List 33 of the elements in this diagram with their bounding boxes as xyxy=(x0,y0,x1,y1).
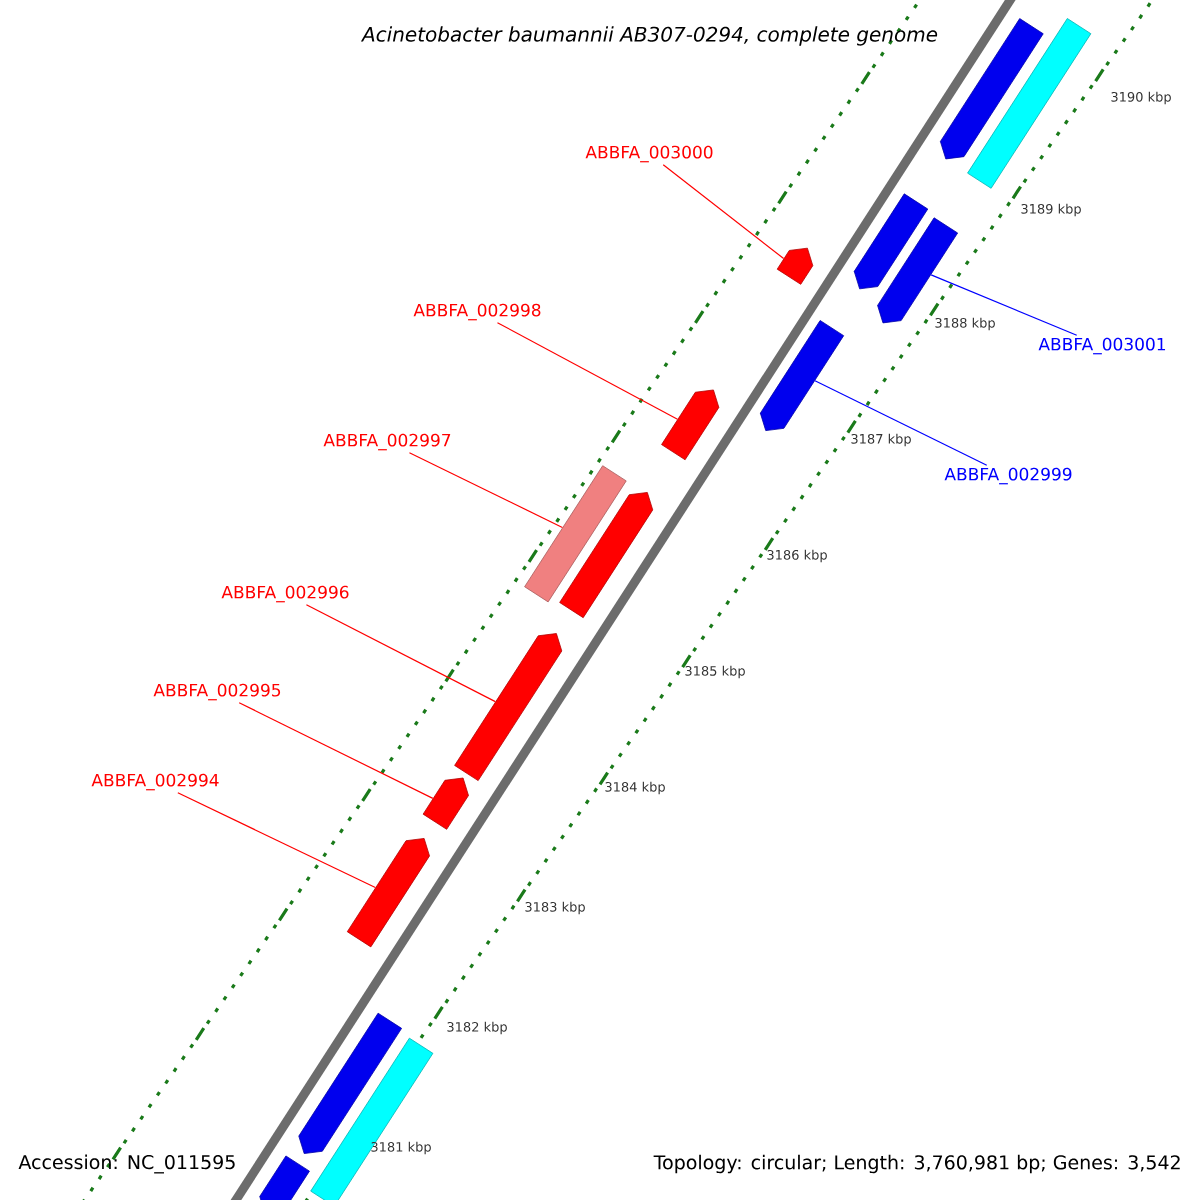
accession-text: Accession: NC_011595 xyxy=(18,1154,235,1174)
leader-line xyxy=(496,322,679,420)
leader-line xyxy=(238,702,434,799)
gene-label: ABBFA_002998 xyxy=(413,303,541,321)
gene-block xyxy=(346,838,430,948)
topology-text: Topology: circular; Length: 3,760,981 bp; Genes: 3,542 xyxy=(653,1154,1180,1174)
gene-block xyxy=(661,389,720,461)
leader-line xyxy=(408,452,563,529)
gene-block xyxy=(776,247,814,285)
gene-label: ABBFA_003001 xyxy=(1038,337,1166,355)
title: Acinetobacter baumannii AB307-0294, complete genome xyxy=(360,26,938,46)
gene-label: ABBFA_003000 xyxy=(585,145,713,163)
leader-line xyxy=(305,604,496,703)
leader-line xyxy=(662,164,785,260)
gene-block xyxy=(853,193,929,290)
gene-block xyxy=(759,320,845,431)
gene-bar xyxy=(310,1037,434,1200)
gene-bar xyxy=(967,18,1092,189)
gene-label: ABBFA_002994 xyxy=(91,773,219,791)
gene-label: ABBFA_002996 xyxy=(221,585,349,603)
gene-block xyxy=(940,18,1044,160)
gene-bar xyxy=(524,465,627,603)
leader-line xyxy=(177,792,376,889)
gene-label: ABBFA_002995 xyxy=(153,683,281,701)
gene-label: ABBFA_002999 xyxy=(944,467,1072,485)
gene-block xyxy=(298,1012,402,1154)
gene-label: ABBFA_002997 xyxy=(323,433,451,451)
gene-block xyxy=(559,492,654,619)
gene-block xyxy=(454,633,563,781)
leader-line xyxy=(814,380,988,466)
gene-block xyxy=(422,777,469,830)
leader-line xyxy=(930,274,1078,336)
gene-block xyxy=(259,1155,310,1200)
